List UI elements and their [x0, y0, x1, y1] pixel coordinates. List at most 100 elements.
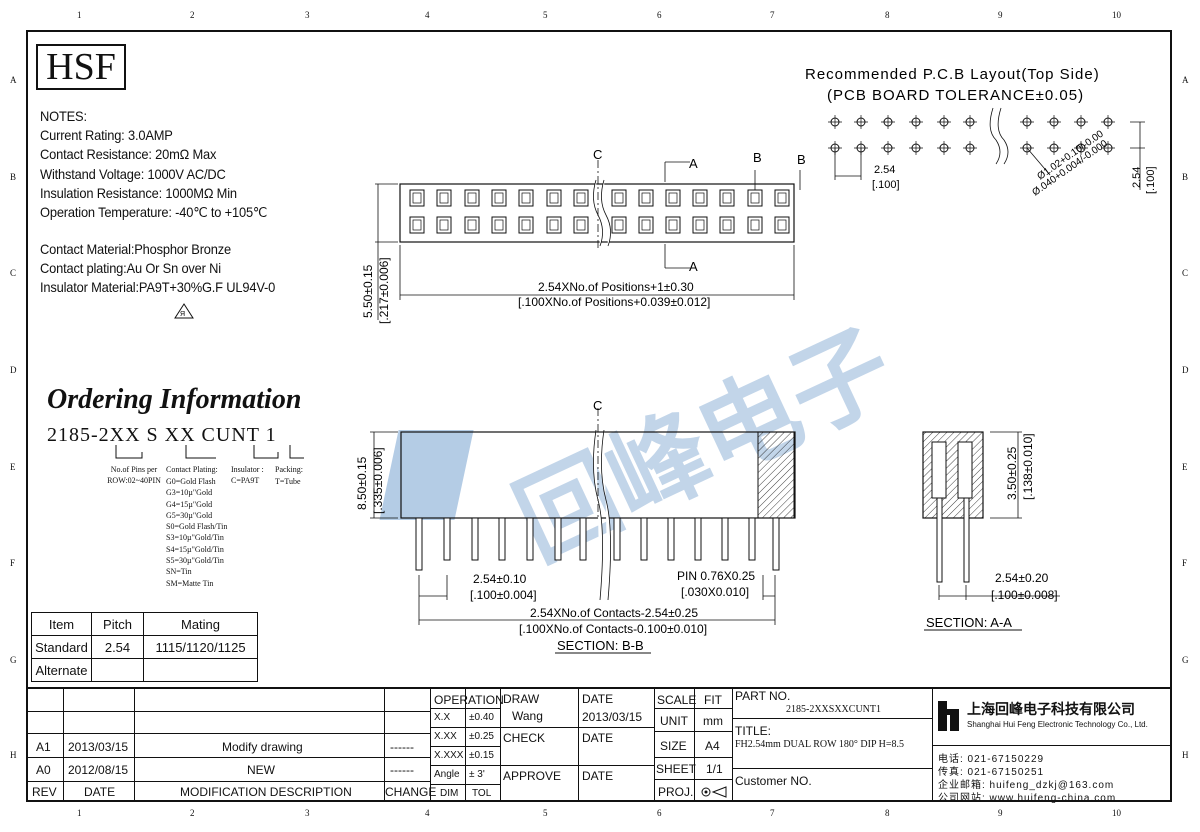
bb-pin: [694, 517, 702, 561]
bb-dim-pitch-in: [.100±0.004]: [470, 588, 537, 602]
plating-option: S4=15µ"Gold/Tin: [166, 544, 224, 554]
top-label-c: C: [593, 147, 602, 162]
zone-row-marker: E: [1182, 462, 1188, 472]
bb-pins: [415, 517, 780, 571]
plating-option: G0=Gold Flash: [166, 477, 216, 486]
note-line: Withstand Voltage: 1000V AC/DC: [40, 165, 226, 182]
contact-cavity: [491, 189, 507, 207]
rev-a0-desc: NEW: [247, 763, 275, 777]
zone-row-marker: H: [10, 750, 17, 760]
aa-dim-height: 3.50±0.25: [1005, 446, 1019, 500]
drawing-title: FH2.54mm DUAL ROW 180° DIP H=8.5: [735, 739, 904, 750]
contact-cavity: [464, 189, 480, 207]
zone-column-marker: 1: [77, 10, 82, 20]
dim-label: DIM: [440, 788, 459, 799]
tol-format: X.XXX: [434, 750, 464, 761]
pcb-hole-crosshair: [881, 115, 895, 129]
zone-column-marker: 3: [305, 10, 310, 20]
pcb-pitch: 2.54: [874, 164, 895, 176]
pcb-hole-crosshair: [963, 141, 977, 155]
contact-cavity-inner: [549, 219, 559, 231]
tol-format: X.XX: [434, 731, 457, 742]
contact-cavity: [638, 189, 654, 207]
contact-cavity-inner: [494, 219, 504, 231]
zone-column-marker: 10: [1112, 10, 1121, 20]
zone-row-marker: D: [10, 365, 17, 375]
zone-column-marker: 7: [770, 808, 775, 818]
pcb-hole-crosshair: [854, 115, 868, 129]
pcb-hole-crosshair: [1101, 141, 1115, 155]
zone-row-marker: E: [10, 462, 16, 472]
change-header: CHANGE: [385, 785, 437, 799]
top-label-a-top: A: [689, 156, 698, 171]
bb-pin: [471, 517, 479, 561]
technical-drawing: 回峰电子 Recommended P.C.B Layout(Top Side) …: [355, 66, 1157, 654]
hsf-logo: HSF: [36, 44, 126, 90]
contact-cavity-inner: [521, 192, 531, 204]
fit-value: FIT: [704, 693, 722, 707]
aa-dim-pitch: 2.54±0.20: [995, 571, 1049, 585]
bb-pin: [772, 517, 780, 571]
top-dim-length-in: [.100XNo.of Positions+0.039±0.012]: [518, 295, 710, 309]
bb-dim-length-in: [.100XNo.of Contacts-0.100±0.010]: [519, 622, 707, 636]
zone-row-marker: F: [1182, 558, 1188, 568]
drawing-frame: [26, 30, 1172, 802]
bb-pin: [613, 517, 621, 561]
part-no-label: PART NO.: [735, 689, 791, 703]
plating-option: G3=10µ"Gold: [166, 488, 213, 498]
bb-pin: [579, 517, 587, 561]
pcb-hole-crosshair: [1047, 115, 1061, 129]
contact-cavity-inner: [695, 219, 705, 231]
pcb-hole-crosshair: [963, 115, 977, 129]
title-block: A1 2013/03/15 Modify drawing ------ A0 2…: [26, 687, 1172, 804]
ordering-title: Ordering Information: [47, 384, 302, 415]
contact-cavity: [436, 216, 452, 234]
contact-cavity: [491, 216, 507, 234]
contact-cavity-inner: [722, 219, 732, 231]
contact-cavity: [692, 216, 708, 234]
pcb-hole-crosshair: [1020, 115, 1034, 129]
contact-cavity: [774, 189, 790, 207]
zone-row-marker: G: [10, 655, 17, 665]
pcb-title: Recommended P.C.B Layout(Top Side): [805, 66, 1100, 83]
unit-value: mm: [703, 714, 723, 728]
contact-cavity-inner: [494, 192, 504, 204]
company-name-cn: 上海回峰电子科技有限公司: [967, 701, 1135, 717]
zone-row-marker: A: [10, 75, 17, 85]
tol-format: X.X: [434, 712, 451, 723]
pcb-hole-crosshair: [828, 115, 842, 129]
contact-cavity-inner: [641, 219, 651, 231]
mating-table: Item Pitch Mating Standard 2.54 1115/112…: [31, 612, 258, 682]
contact-cavity-inner: [467, 192, 477, 204]
bb-pin: [443, 517, 451, 561]
pcb-pitch-v: 2.54: [1131, 167, 1143, 188]
size-label: SIZE: [660, 739, 687, 753]
scale-label: SCALE: [657, 693, 697, 707]
date-label-draw: DATE: [582, 692, 614, 706]
insulator-value: C=PA9T: [231, 476, 260, 485]
materials-block: Contact Material:Phosphor Bronze Contact…: [40, 240, 296, 298]
break-line: [593, 179, 611, 247]
rev-a0-date: 2012/08/15: [68, 763, 129, 777]
contact-cavity-inner: [668, 219, 678, 231]
pcb-hole-crosshair: [1047, 141, 1061, 155]
plating-option: S0=Gold Flash/Tin: [166, 522, 228, 532]
top-view-housing: [399, 183, 795, 243]
plating-label: Contact Plating:: [166, 465, 218, 474]
contact-cavity-inner: [412, 192, 422, 204]
date-header: DATE: [84, 785, 116, 799]
zone-column-marker: 5: [543, 808, 548, 818]
pcb-hole-crosshair: [881, 141, 895, 155]
plating-option: SN=Tin: [166, 567, 192, 577]
cell: Alternate: [31, 658, 92, 682]
tol-format: Angle: [434, 769, 460, 780]
contact-cavity-inner: [750, 192, 760, 204]
pcb-break-line: [989, 107, 1009, 165]
zone-row-marker: C: [1182, 268, 1189, 278]
zone-row-marker: A: [1182, 75, 1189, 85]
contact-cavity: [518, 189, 534, 207]
date-label-approve: DATE: [582, 769, 614, 783]
contact-cavity-inner: [777, 192, 787, 204]
